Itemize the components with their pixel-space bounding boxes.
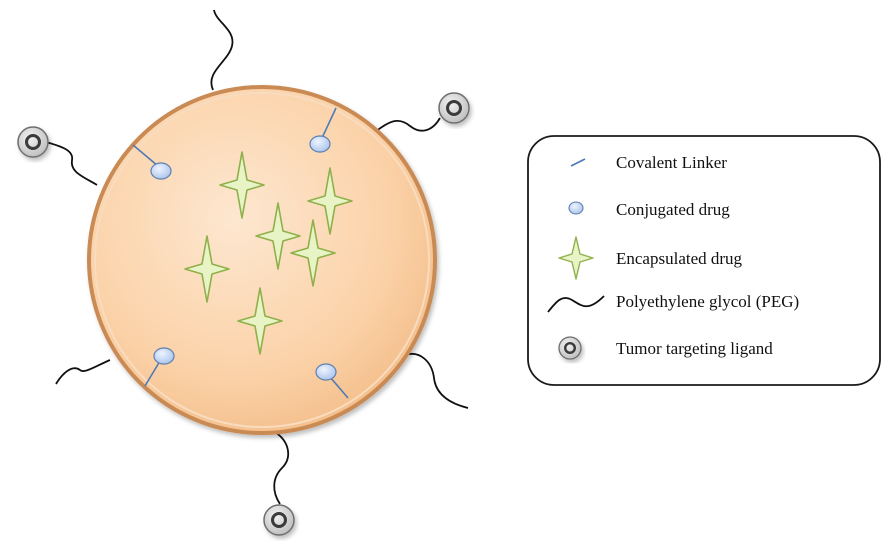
legend-label-encapsulated-drug: Encapsulated drug bbox=[616, 249, 743, 268]
peg-chains bbox=[45, 9, 469, 505]
encapsulated-drug-icon bbox=[237, 287, 283, 355]
peg-chain-bottom bbox=[273, 431, 290, 505]
nanoparticle-inner-rim bbox=[94, 92, 430, 428]
ligand-icon bbox=[438, 92, 470, 124]
legend-label-peg: Polyethylene glycol (PEG) bbox=[616, 292, 799, 311]
ligands bbox=[17, 92, 470, 536]
ligand-icon bbox=[263, 504, 295, 536]
conjugated-drug-icon bbox=[153, 347, 175, 365]
legend-label-ligand: Tumor targeting ligand bbox=[616, 339, 773, 358]
covalent-linker bbox=[132, 144, 159, 167]
legend-label-covalent-linker: Covalent Linker bbox=[616, 153, 727, 172]
covalent-linker bbox=[321, 107, 337, 139]
peg-chain-bottom-left bbox=[55, 359, 111, 385]
conjugated-drug-icon bbox=[309, 135, 331, 153]
peg-chain-top-right bbox=[374, 117, 441, 133]
encapsulated-drug-icon bbox=[558, 236, 594, 280]
peg-chain-right bbox=[404, 352, 469, 409]
covalent-linker bbox=[329, 376, 349, 399]
peg-chain-top bbox=[210, 9, 234, 91]
encapsulated-drug-icon bbox=[307, 167, 353, 235]
conjugated-drugs bbox=[132, 107, 349, 399]
encapsulated-drug-icon bbox=[219, 151, 265, 219]
encapsulated-drugs bbox=[184, 151, 353, 355]
encapsulated-drug-icon bbox=[184, 235, 230, 303]
conjugated-drug-icon bbox=[315, 363, 337, 381]
peg-chain-left bbox=[45, 141, 98, 186]
encapsulated-drug-icon bbox=[290, 219, 336, 287]
conjugated-drug-icon bbox=[568, 201, 584, 215]
ligand-icon bbox=[17, 126, 49, 158]
ligand-icon bbox=[558, 336, 582, 360]
nanoparticle bbox=[87, 85, 437, 435]
legend-label-conjugated-drug: Conjugated drug bbox=[616, 200, 730, 219]
legend-box bbox=[527, 135, 881, 386]
peg-icon bbox=[547, 295, 605, 313]
encapsulated-drug-icon bbox=[255, 202, 301, 270]
covalent-linker bbox=[144, 360, 161, 387]
covalent-linker-icon bbox=[570, 158, 586, 167]
legend: Covalent Linker Conjugated drug Encapsul… bbox=[527, 135, 881, 386]
conjugated-drug-icon bbox=[150, 162, 172, 180]
